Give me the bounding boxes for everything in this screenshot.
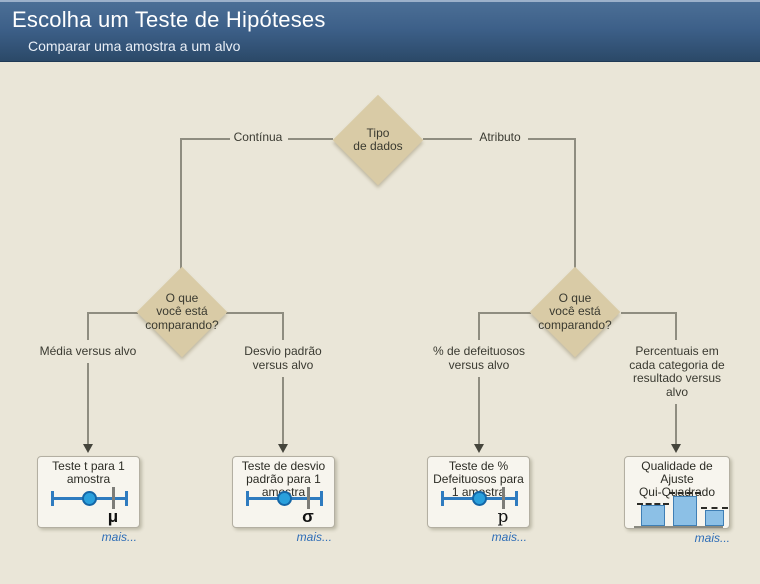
connector-line	[675, 404, 677, 444]
decision-label: O que você está comparando?	[145, 290, 219, 332]
bar	[641, 505, 665, 526]
dotplot-target-icon: μ	[38, 457, 141, 529]
more-link-2[interactable]: mais...	[296, 530, 332, 544]
baseline	[634, 526, 723, 528]
connector-line	[282, 377, 284, 444]
test-box-chi-square-goodness-of-fit[interactable]: Qualidade de Ajuste Qui-Quadrado	[624, 456, 730, 529]
connector-line	[478, 377, 480, 444]
bar-chart-target-icon	[625, 457, 731, 530]
test-name: Teste t para 1 amostra	[52, 459, 125, 486]
sample-dot	[277, 491, 292, 506]
axis-end-tick	[246, 491, 249, 506]
connector-line	[87, 363, 89, 444]
axis-end-tick	[51, 491, 54, 506]
test-name: Qualidade de Ajuste Qui-Quadrado	[638, 459, 716, 499]
test-box-1-sample-stdev[interactable]: Teste de desvio padrão para 1 amostra σ	[232, 456, 335, 528]
connector-line	[675, 312, 677, 340]
mu-symbol: μ	[107, 507, 119, 526]
sample-dot	[472, 491, 487, 506]
connector-line	[478, 312, 531, 314]
connector-line	[574, 138, 576, 270]
branch-label-continuous: Contínua	[233, 130, 283, 144]
branch-label-mean: Média versus alvo	[39, 344, 137, 358]
connector-line	[423, 138, 472, 140]
header: Escolha um Teste de Hipóteses Comparar u…	[0, 0, 760, 62]
sigma-symbol: σ	[302, 507, 314, 526]
connector-line	[528, 138, 576, 140]
target-tick	[307, 487, 310, 509]
axis-end-tick	[441, 491, 444, 506]
test-box-1-sample-t[interactable]: Teste t para 1 amostra μ	[37, 456, 140, 528]
branch-label-pct-defective: % de defeituosos versus alvo	[432, 344, 526, 372]
page-title: Escolha um Teste de Hipóteses	[12, 7, 326, 32]
target-tick	[502, 487, 505, 509]
sample-dot	[82, 491, 97, 506]
dotplot-target-icon: p	[428, 457, 531, 529]
bar	[705, 510, 724, 526]
target-dashed-line	[669, 492, 701, 494]
connector-line	[478, 312, 480, 340]
more-link-3[interactable]: mais...	[491, 530, 527, 544]
branch-label-stdev: Desvio padrão versus alvo	[244, 344, 322, 372]
connector-line	[226, 312, 284, 314]
connector-line	[180, 138, 230, 140]
decision-label: Tipo de dados	[353, 125, 403, 153]
arrow-down-icon	[474, 444, 484, 453]
axis-end-tick	[515, 491, 518, 506]
decision-node-data-type: Tipo de dados	[332, 94, 424, 186]
axis-end-tick	[320, 491, 323, 506]
connector-line	[288, 138, 333, 140]
more-link-1[interactable]: mais...	[101, 530, 137, 544]
arrow-down-icon	[278, 444, 288, 453]
dotplot-target-icon: σ	[233, 457, 336, 529]
connector-line	[282, 312, 284, 340]
decision-node-comparing-left: O que você está comparando?	[136, 266, 228, 358]
more-link-4[interactable]: mais...	[694, 531, 730, 545]
connector-line	[621, 312, 677, 314]
decision-label: O que você está comparando?	[538, 290, 612, 332]
arrow-down-icon	[83, 444, 93, 453]
branch-label-attribute: Atributo	[479, 130, 521, 144]
connector-line	[180, 138, 182, 270]
connector-line	[87, 312, 138, 314]
p-symbol: p	[497, 507, 509, 527]
target-dashed-line	[637, 503, 669, 505]
target-dashed-line	[701, 507, 728, 509]
bar	[673, 496, 697, 526]
page-subtitle: Comparar uma amostra a um alvo	[28, 38, 241, 54]
test-box-1-sample-pct-defective[interactable]: Teste de % Defeituosos para 1 amostra p	[427, 456, 530, 528]
branch-label-categories: Percentuais em cada categoria de resulta…	[629, 344, 725, 399]
connector-line	[87, 312, 89, 340]
decision-node-comparing-right: O que você está comparando?	[529, 266, 621, 358]
axis-end-tick	[125, 491, 128, 506]
arrow-down-icon	[671, 444, 681, 453]
target-tick	[112, 487, 115, 509]
